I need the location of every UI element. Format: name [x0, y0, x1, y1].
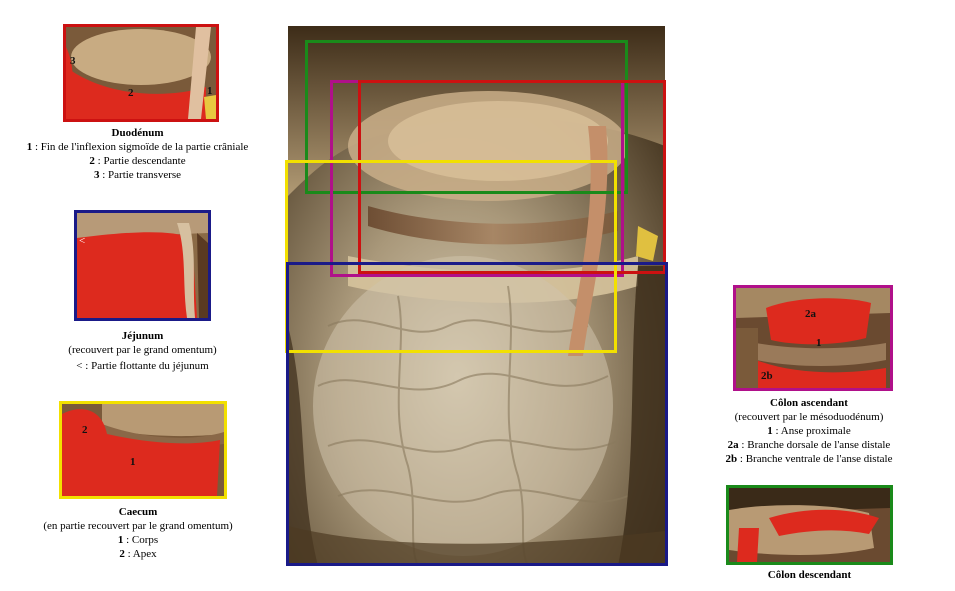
duodenum-image [66, 27, 216, 119]
caecum-caption: Caecum (en partie recouvert par le grand… [18, 505, 258, 561]
colon-ascendant-subtitle: (recouvert par le mésoduodénum) [734, 411, 884, 423]
jejunum-marker-floating: < [79, 235, 86, 247]
duodenum-item-3: 3 : Partie transverse [93, 169, 182, 181]
caecum-region[interactable] [285, 160, 617, 353]
duodenum-item-2: 2 : Partie descendante [89, 155, 186, 167]
duodenum-thumbnail[interactable]: 3 2 1 [63, 24, 219, 122]
duodenum-title: Duodénum [111, 127, 164, 139]
jejunum-title: Jéjunum [121, 330, 164, 342]
caecum-item-1: 1 : Corps [117, 534, 159, 546]
colon-ascendant-thumbnail[interactable]: 2a 1 2b [733, 285, 893, 391]
jejunum-item-1: < : Partie flottante du jéjunum [76, 360, 209, 372]
colon-descendant-caption: Côlon descendant [726, 568, 893, 582]
caecum-marker-1: 1 [130, 456, 136, 468]
jejunum-caption: Jéjunum (recouvert par le grand omentum)… [40, 329, 245, 373]
jejunum-thumbnail[interactable]: < [74, 210, 211, 321]
jejunum-subtitle: (recouvert par le grand omentum) [68, 344, 217, 356]
colon-ascendant-caption: Côlon ascendant (recouvert par le mésodu… [700, 396, 918, 466]
duodenum-region[interactable] [358, 80, 666, 274]
duodenum-marker-3: 3 [70, 55, 76, 67]
colon-ascendant-item-1: 1 : Anse proximale [767, 425, 851, 437]
caecum-marker-2: 2 [82, 424, 88, 436]
caecum-item-2: 2 : Apex [119, 548, 157, 560]
caecum-subtitle: (en partie recouvert par le grand omentu… [43, 520, 233, 532]
main-dissection-photo [288, 26, 665, 566]
jejunum-image [77, 213, 208, 318]
colon-ascendant-marker-2a: 2a [805, 308, 816, 320]
colon-ascendant-title: Côlon ascendant [770, 397, 848, 409]
colon-ascendant-image [736, 288, 890, 388]
duodenum-marker-2: 2 [128, 87, 134, 99]
colon-ascendant-item-2b: 2b : Branche ventrale de l'anse distale [725, 453, 893, 465]
jejunum-region[interactable] [286, 262, 668, 566]
duodenum-marker-1: 1 [207, 85, 213, 97]
colon-descendant-image [729, 488, 890, 562]
colon-descendant-thumbnail[interactable] [726, 485, 893, 565]
caecum-title: Caecum [118, 506, 158, 518]
colon-ascendant-marker-2b: 2b [761, 370, 773, 382]
caecum-thumbnail[interactable]: 2 1 [59, 401, 227, 499]
colon-descendant-region[interactable] [305, 40, 628, 194]
caecum-image [62, 404, 224, 496]
duodenum-item-1: 1 : Fin de l'inflexion sigmoïde de la pa… [26, 141, 249, 153]
colon-ascendant-item-2a: 2a : Branche dorsale de l'anse distale [727, 439, 891, 451]
main-photo-image [288, 26, 665, 566]
colon-descendant-title: Côlon descendant [767, 569, 852, 581]
duodenum-caption: Duodénum 1 : Fin de l'inflexion sigmoïde… [15, 126, 260, 182]
colon-ascendant-marker-1: 1 [816, 337, 822, 349]
